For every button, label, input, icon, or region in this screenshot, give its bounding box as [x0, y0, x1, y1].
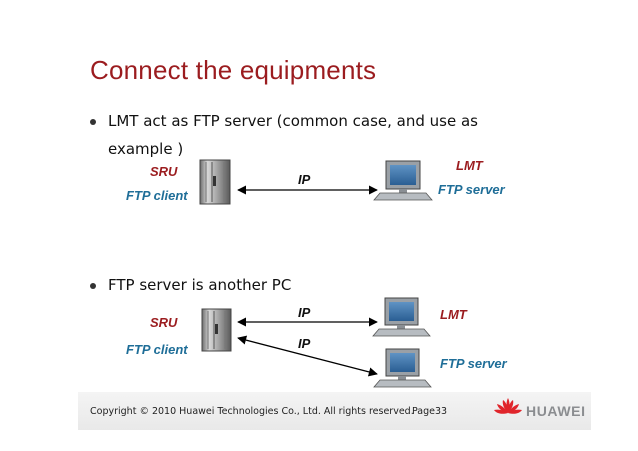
lmt-label: LMT	[456, 158, 483, 173]
pc-monitor-icon	[372, 297, 431, 337]
page-number: Page33	[412, 406, 448, 417]
pc-monitor-icon	[373, 348, 432, 388]
sru-label: SRU	[150, 164, 178, 179]
server-cabinet-icon	[201, 308, 232, 352]
sru-label: SRU	[150, 315, 178, 330]
bullet-dot	[90, 283, 96, 289]
huawei-wordmark: HUAWEI	[526, 403, 586, 419]
ip-link-arrow-bottom	[237, 335, 378, 377]
slide-title: Connect the equipments	[90, 55, 377, 85]
ftp-client-label: FTP client	[126, 342, 188, 357]
bullet-1-line-1: LMT act as FTP server (common case, and …	[108, 112, 478, 130]
ip-label-top: IP	[298, 305, 311, 320]
server-cabinet-icon	[199, 159, 231, 205]
bullet-1-line-2: example )	[108, 140, 184, 158]
pc-monitor-icon	[373, 160, 433, 201]
copyright-text: Copyright © 2010 Huawei Technologies Co.…	[90, 406, 414, 417]
ftp-server-label: FTP server	[438, 182, 505, 197]
ftp-server-label: FTP server	[440, 356, 507, 371]
lmt-label: LMT	[440, 307, 467, 322]
ftp-client-label: FTP client	[126, 188, 188, 203]
ip-label-bottom: IP	[298, 336, 311, 351]
bullet-dot	[90, 119, 96, 125]
bullet-2-line-1: FTP server is another PC	[108, 276, 292, 294]
ip-label: IP	[298, 172, 311, 187]
